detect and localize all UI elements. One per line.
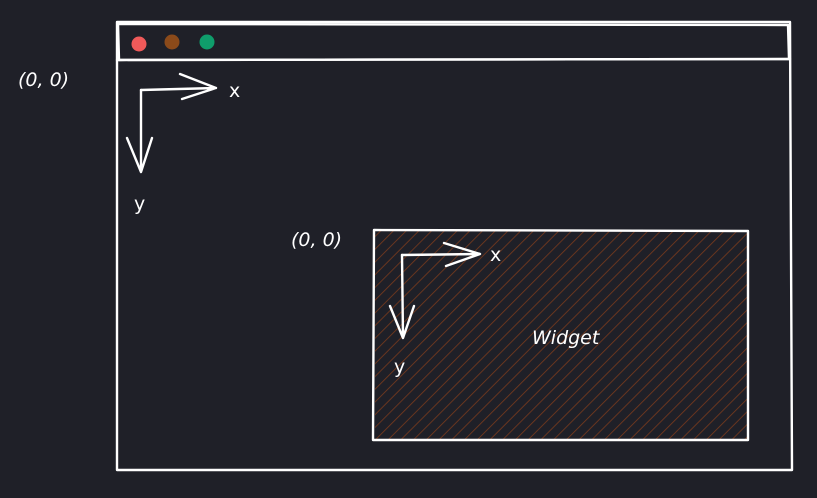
widget-origin-label: (0, 0) xyxy=(291,229,342,251)
window-frame xyxy=(115,20,794,472)
window-origin-label: (0, 0) xyxy=(18,69,69,91)
widget-x-axis-label: x xyxy=(490,244,501,266)
window-x-axis-label: x xyxy=(229,80,240,102)
widget-frame xyxy=(371,228,750,442)
window-titlebar xyxy=(116,22,791,62)
widget-hatch-fill xyxy=(375,231,748,439)
window-x-axis-arrow xyxy=(139,72,218,101)
maximize-button[interactable] xyxy=(199,34,215,50)
app-window: (0, 0) x y xyxy=(18,20,794,472)
widget-y-axis-label: y xyxy=(394,356,405,378)
widget-y-axis-arrow xyxy=(388,253,416,340)
window-axes: x y xyxy=(125,72,240,215)
window-buttons xyxy=(131,34,215,52)
widget: (0, 0) x y Widget xyxy=(291,228,750,442)
minimize-button[interactable] xyxy=(164,34,180,50)
window-y-axis-arrow xyxy=(125,88,154,174)
widget-x-axis-arrow xyxy=(400,241,482,268)
widget-label: Widget xyxy=(532,327,601,349)
window-y-axis-label: y xyxy=(134,193,145,215)
widget-axes: x y xyxy=(388,241,501,378)
titlebar-divider xyxy=(115,57,792,62)
close-button[interactable] xyxy=(131,36,147,52)
